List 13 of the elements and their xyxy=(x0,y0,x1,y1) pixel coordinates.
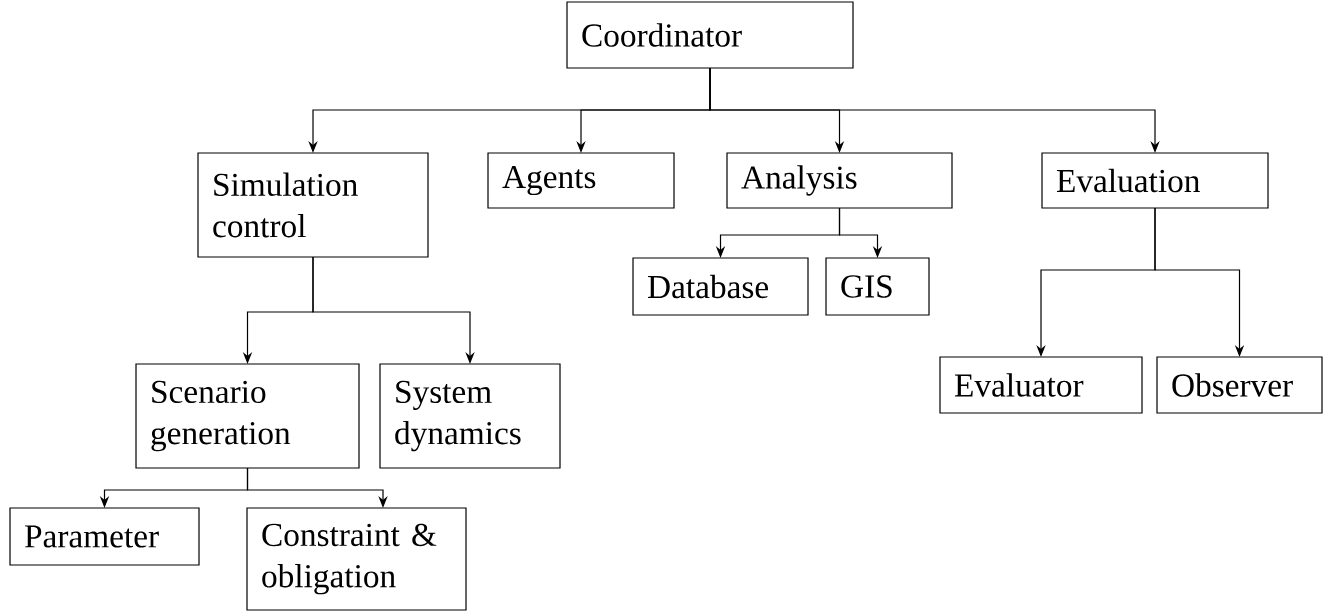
process-box: Coordinator xyxy=(566,1,854,69)
process-box: GIS xyxy=(825,257,930,316)
process-box: Agents xyxy=(487,152,675,209)
process-box: Scenario generation xyxy=(135,363,360,469)
process-box: Parameter xyxy=(9,507,200,566)
process-box: Evaluator xyxy=(939,356,1143,414)
process-box: Constraint & obligation xyxy=(246,507,467,611)
process-box: System dynamics xyxy=(379,363,561,469)
process-box: Evaluation xyxy=(1041,152,1269,209)
process-box: Database xyxy=(632,257,809,316)
process-box: Simulation control xyxy=(197,152,429,258)
process-box: Analysis xyxy=(726,152,953,209)
process-box: Observer xyxy=(1156,356,1323,414)
